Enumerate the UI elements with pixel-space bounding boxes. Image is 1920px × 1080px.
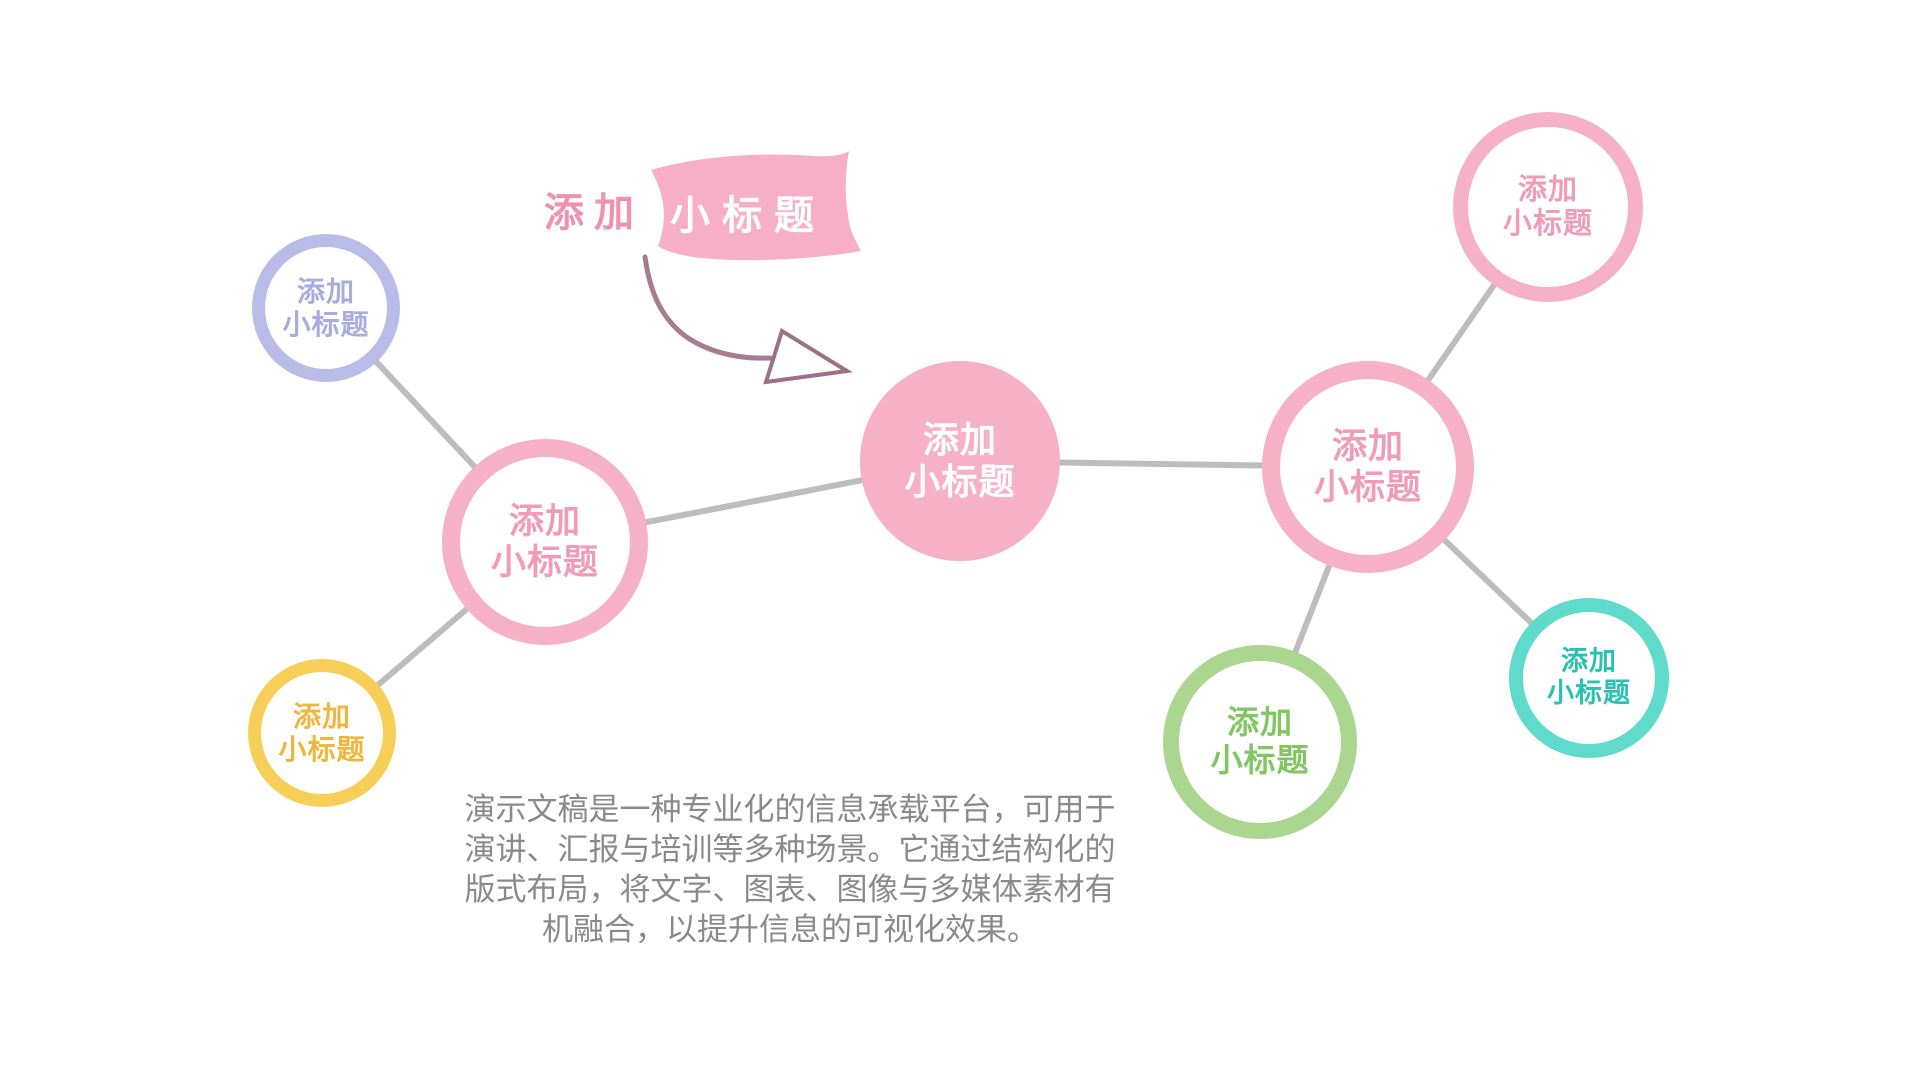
- node-satellite-bottom-left[interactable]: 添加 小标题: [248, 659, 396, 807]
- node-center[interactable]: 添加 小标题: [860, 361, 1060, 561]
- node-top-left-label: 添加 小标题: [282, 275, 370, 340]
- node-bottom-left-label: 添加 小标题: [278, 700, 366, 765]
- arrow-tail: [642, 254, 773, 361]
- node-bottom-green-label: 添加 小标题: [1210, 704, 1310, 778]
- body-paragraph: 演示文稿是一种专业化的信息承载平台，可用于 演讲、汇报与培训等多种场景。它通过结…: [464, 792, 1116, 947]
- node-top-right-label: 添加 小标题: [1502, 173, 1593, 240]
- node-bottom-teal-label: 添加 小标题: [1547, 646, 1631, 708]
- node-satellite-top-right[interactable]: 添加 小标题: [1453, 112, 1643, 302]
- node-hub-left[interactable]: 添加 小标题: [442, 439, 648, 645]
- node-hub-right-label: 添加 小标题: [1313, 426, 1422, 507]
- node-hub-right[interactable]: 添加 小标题: [1262, 361, 1474, 573]
- node-satellite-bottom-teal[interactable]: 添加 小标题: [1509, 598, 1669, 758]
- node-hub-left-label: 添加 小标题: [490, 501, 599, 582]
- node-center-label: 添加 小标题: [904, 418, 1016, 502]
- arrow-head-icon: [763, 327, 853, 385]
- node-satellite-bottom-green[interactable]: 添加 小标题: [1163, 645, 1357, 839]
- title-prefix[interactable]: 添加: [544, 191, 644, 235]
- node-satellite-top-left[interactable]: 添加 小标题: [252, 234, 400, 382]
- title-banner-shape: [651, 151, 861, 261]
- title-banner-label[interactable]: 小标题: [670, 194, 826, 238]
